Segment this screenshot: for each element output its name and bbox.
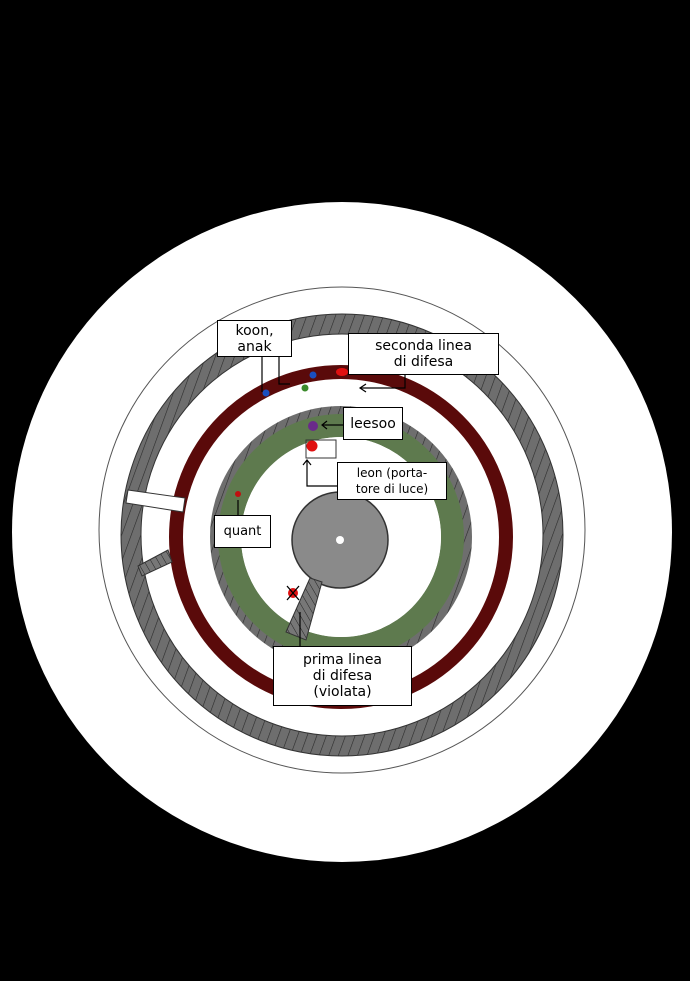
outer-wall [121,314,563,756]
marker-blue [262,389,270,397]
label-quant: quant [214,515,271,548]
label-leesoo: leesoo [343,407,403,440]
label-leon: leon (porta- tore di luce) [337,462,447,500]
inner-stairs [285,577,323,641]
marker-quant [235,491,241,497]
marker-red-top [336,368,348,376]
marker-leesoo [308,421,318,431]
marker-leon [306,440,318,452]
tower-hole [336,536,344,544]
outer-boundary-line [98,286,586,774]
breach-x-icon [286,585,300,601]
west-stairs [137,549,173,577]
west-bridge [125,489,186,513]
label-prima-linea: prima linea di difesa (violata) [273,646,412,706]
label-seconda-linea: seconda linea di difesa [348,333,499,375]
pointer-lines [237,357,406,646]
label-koon-anak: koon, anak [217,320,292,357]
marker-green [301,384,309,392]
marker-blue [309,371,317,379]
inner-gate [305,439,337,459]
